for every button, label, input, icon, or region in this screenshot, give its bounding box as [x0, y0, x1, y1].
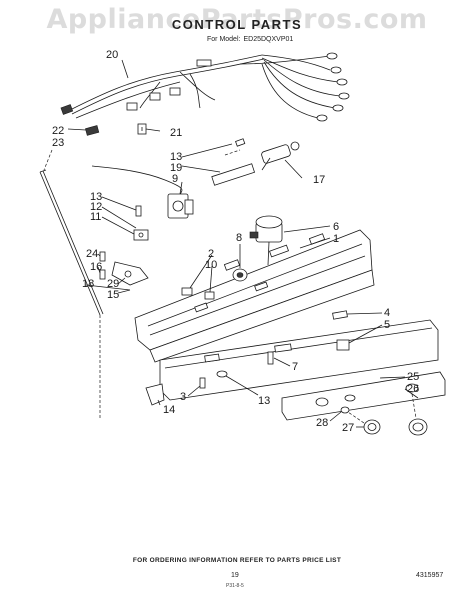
- callout-3: 3: [180, 391, 186, 403]
- callout-29: 29: [107, 278, 119, 290]
- callout-24: 24: [86, 248, 98, 260]
- callout-9: 9: [172, 173, 178, 185]
- callout-2: 2: [208, 248, 214, 260]
- part-number: 4315957: [416, 572, 444, 579]
- screw-3: [199, 377, 206, 389]
- ordering-note: FOR ORDERING INFORMATION REFER TO PARTS …: [132, 557, 342, 564]
- rod-23: [39, 149, 104, 316]
- damper-29-18-15: [85, 261, 149, 420]
- thermostat-9: [91, 165, 194, 219]
- callout-labels: 20 21 22 23 13 19 9 17 13 12 11 24 16 8 …: [52, 49, 419, 434]
- bracket-12-11: [133, 229, 149, 241]
- callout-6: 6: [333, 221, 339, 233]
- callout-16: 16: [90, 261, 102, 273]
- sensor-8: [232, 268, 248, 282]
- model-subtitle: For Model:ED25DQXVP01: [207, 36, 296, 43]
- light-switch-17: [261, 141, 300, 171]
- clip-2-10: [181, 287, 215, 300]
- callout-1: 1: [333, 233, 339, 245]
- callout-7: 7: [292, 361, 298, 373]
- clip-22: [85, 125, 100, 136]
- callout-13-top: 13: [170, 151, 182, 163]
- callout-13-left: 13: [90, 191, 102, 203]
- callout-20: 20: [106, 49, 118, 61]
- knob-25: [408, 393, 428, 436]
- knob-27: [344, 409, 381, 435]
- model-number: ED25DQXVP01: [243, 36, 294, 43]
- callout-18: 18: [82, 278, 94, 290]
- screw-24-16: [99, 251, 106, 280]
- bracket-14: [145, 383, 165, 406]
- washer-28: [340, 406, 350, 414]
- bracket-4-5: [332, 310, 350, 351]
- control-6: [249, 215, 283, 266]
- callout-13-bottom: 13: [258, 395, 270, 407]
- callout-14: 14: [163, 404, 175, 416]
- wire-harness: [60, 52, 350, 122]
- control-housing: [134, 229, 375, 363]
- callout-11: 11: [90, 211, 101, 223]
- callout-5: 5: [384, 319, 390, 331]
- callout-27: 27: [342, 422, 354, 434]
- callout-17: 17: [313, 174, 325, 186]
- clip-21: [137, 123, 147, 135]
- callout-28: 28: [316, 417, 328, 429]
- page-number: 19: [231, 572, 239, 579]
- screw-13: [135, 138, 246, 378]
- watermark: AppliancePartsPros.com: [46, 4, 428, 35]
- callout-4: 4: [384, 307, 390, 319]
- trim-strip-26: [281, 371, 446, 421]
- callout-10: 10: [205, 259, 217, 271]
- callout-15: 15: [107, 289, 119, 301]
- pin-7: [267, 351, 274, 365]
- model-label: For Model:: [207, 36, 241, 43]
- callout-12: 12: [90, 201, 102, 213]
- callout-19: 19: [170, 162, 182, 174]
- callout-26: 26: [407, 383, 419, 395]
- callout-25: 25: [407, 371, 419, 383]
- leader-lines: [67, 59, 419, 428]
- callout-22: 22: [52, 125, 64, 137]
- callout-23: 23: [52, 137, 64, 149]
- light-socket-19: [211, 149, 256, 186]
- page-code: P31-8-5: [226, 583, 244, 589]
- callout-21: 21: [170, 127, 182, 139]
- callout-8: 8: [236, 232, 242, 244]
- page-title: CONTROL PARTS: [171, 17, 303, 32]
